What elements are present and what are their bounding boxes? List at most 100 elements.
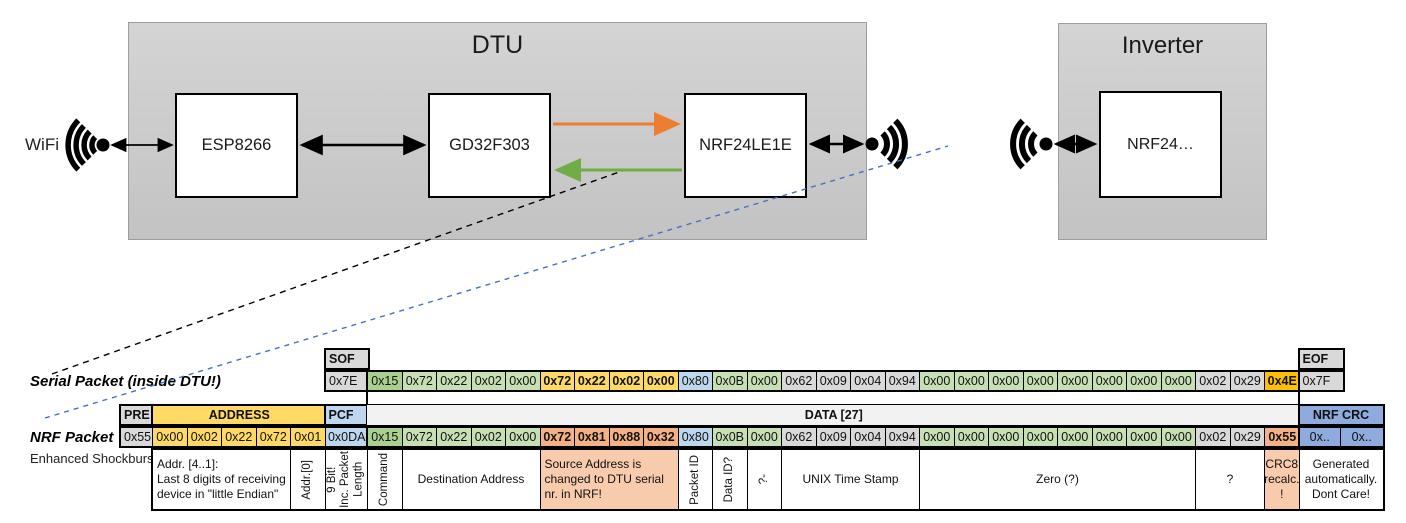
byte-cell: 0x00 bbox=[1092, 428, 1127, 446]
byte-cell: 0x02 bbox=[471, 372, 506, 390]
byte-cell: 0x15 bbox=[368, 372, 403, 390]
address-header: ADDRESS bbox=[151, 404, 328, 426]
annotation-pcf: 9 Bit! Inc. Packet Length bbox=[325, 450, 368, 509]
byte-cell-eof: 0x7F bbox=[1299, 372, 1343, 390]
wifi-icon-left bbox=[65, 118, 110, 172]
byte-cell-pre: 0x55 bbox=[121, 428, 153, 446]
nrf-packet-label: NRF Packet bbox=[30, 429, 114, 446]
dtu-title: DTU bbox=[471, 31, 524, 59]
byte-cell: 0x.. bbox=[1299, 428, 1341, 446]
wifi-icon-inverter-left bbox=[1010, 118, 1053, 170]
annotation-addr0: Addr.[0] bbox=[291, 450, 326, 509]
sof-header: SOF bbox=[324, 348, 370, 370]
nrf-crc-row: 0x..0x.. bbox=[1297, 426, 1385, 448]
byte-cell: 0x22 bbox=[575, 372, 610, 390]
data-header: DATA [27] bbox=[366, 404, 1302, 426]
byte-cell: 0x00 bbox=[747, 372, 782, 390]
annotation-command: Command bbox=[368, 450, 403, 509]
annotation-addr41: Addr. [4..1]: Last 8 digits of receiving… bbox=[153, 450, 291, 509]
serial-packet-label: Serial Packet (inside DTU!) bbox=[30, 373, 221, 390]
annotation-zero: Zero (?) bbox=[920, 450, 1196, 509]
byte-cell: 0x00 bbox=[1127, 372, 1162, 390]
byte-cell: 0x00 bbox=[1058, 428, 1093, 446]
byte-cell: 0x4E bbox=[1265, 372, 1300, 390]
byte-cell: 0x00 bbox=[1092, 372, 1127, 390]
byte-cell: 0x94 bbox=[885, 372, 920, 390]
annotation-src: Source Address is changed to DTU serial … bbox=[540, 450, 679, 509]
table-connector-right bbox=[1298, 392, 1300, 404]
byte-cell: 0x22 bbox=[222, 428, 257, 446]
byte-cell: 0x62 bbox=[782, 428, 817, 446]
byte-cell: 0x00 bbox=[920, 428, 955, 446]
inverter-title: Inverter bbox=[1121, 32, 1204, 59]
annotation-q1: ?- bbox=[747, 450, 782, 509]
enhanced-shockburst-label: Enhanced Shockburst bbox=[30, 451, 158, 466]
nrf24le1e-box: NRF24LE1E bbox=[684, 93, 807, 198]
byte-cell: 0x09 bbox=[816, 372, 851, 390]
byte-cell: 0x81 bbox=[575, 428, 610, 446]
esp8266-box: ESP8266 bbox=[175, 93, 298, 198]
pre-header: PRE bbox=[119, 404, 155, 426]
byte-cell: 0x04 bbox=[851, 372, 886, 390]
serial-packet-callout-dashed-line bbox=[51, 170, 623, 375]
eof-header: EOF bbox=[1297, 348, 1345, 370]
nrf-crc-header: NRF CRC bbox=[1297, 404, 1385, 426]
pcf-header: PCF bbox=[323, 404, 370, 426]
byte-cell: 0x00 bbox=[153, 428, 188, 446]
byte-cell: 0x02 bbox=[471, 428, 506, 446]
annotation-dest: Destination Address bbox=[402, 450, 541, 509]
nrf-packet-callout-dashed-line bbox=[44, 145, 949, 419]
byte-cell: 0x0B bbox=[713, 372, 748, 390]
byte-cell: 0x02 bbox=[1196, 372, 1231, 390]
byte-cell: 0x00 bbox=[1127, 428, 1162, 446]
byte-cell: 0x72 bbox=[402, 428, 437, 446]
eof-value-group: 0x7F bbox=[1297, 370, 1345, 392]
byte-cell: 0x00 bbox=[1023, 428, 1058, 446]
esp8266-label: ESP8266 bbox=[201, 136, 272, 154]
byte-cell: 0x04 bbox=[851, 428, 886, 446]
byte-cell: 0x00 bbox=[644, 372, 679, 390]
byte-cell: 0x02 bbox=[1196, 428, 1231, 446]
byte-cell: 0x29 bbox=[1230, 372, 1265, 390]
byte-cell: 0x02 bbox=[609, 372, 644, 390]
byte-cell: 0x00 bbox=[920, 372, 955, 390]
byte-cell: 0x32 bbox=[644, 428, 679, 446]
byte-cell: 0x00 bbox=[1161, 428, 1196, 446]
byte-cell: 0x.. bbox=[1341, 428, 1383, 446]
byte-cell: 0x15 bbox=[368, 428, 403, 446]
byte-cell: 0x02 bbox=[187, 428, 222, 446]
annotation-crc8: CRC8 recalc. ! bbox=[1264, 450, 1300, 509]
annotation-q2: ? bbox=[1196, 450, 1265, 509]
inverter-nrf24-label: NRF24… bbox=[1127, 135, 1194, 153]
byte-cell: 0x94 bbox=[885, 428, 920, 446]
field-annotation-row: Addr. [4..1]: Last 8 digits of receiving… bbox=[151, 448, 1385, 511]
byte-cell: 0x29 bbox=[1230, 428, 1265, 446]
byte-cell: 0x00 bbox=[989, 428, 1024, 446]
byte-cell: 0x09 bbox=[816, 428, 851, 446]
annotation-pid: Packet ID bbox=[678, 450, 713, 509]
byte-cell: 0x0B bbox=[713, 428, 748, 446]
byte-cell: 0x55 bbox=[1265, 428, 1300, 446]
table-connector-left bbox=[366, 392, 368, 404]
byte-cell-sof: 0x7E bbox=[326, 372, 368, 390]
byte-cell: 0x00 bbox=[1161, 372, 1196, 390]
byte-cell: 0x00 bbox=[1058, 372, 1093, 390]
byte-cell: 0x00 bbox=[954, 428, 989, 446]
byte-cell: 0x80 bbox=[678, 372, 713, 390]
annotation-did: Data ID? bbox=[713, 450, 748, 509]
wifi-label: WiFi bbox=[25, 135, 59, 154]
byte-cell: 0x72 bbox=[402, 372, 437, 390]
byte-cell: 0x72 bbox=[540, 372, 575, 390]
byte-cell: 0x00 bbox=[954, 372, 989, 390]
gd32f303-label: GD32F303 bbox=[449, 136, 530, 154]
byte-cell: 0x00 bbox=[747, 428, 782, 446]
annotation-unix: UNIX Time Stamp bbox=[782, 450, 920, 509]
gd32f303-box: GD32F303 bbox=[428, 93, 551, 198]
byte-cell: 0x22 bbox=[437, 372, 472, 390]
byte-cell: 0x62 bbox=[782, 372, 817, 390]
byte-cell: 0x00 bbox=[1023, 372, 1058, 390]
